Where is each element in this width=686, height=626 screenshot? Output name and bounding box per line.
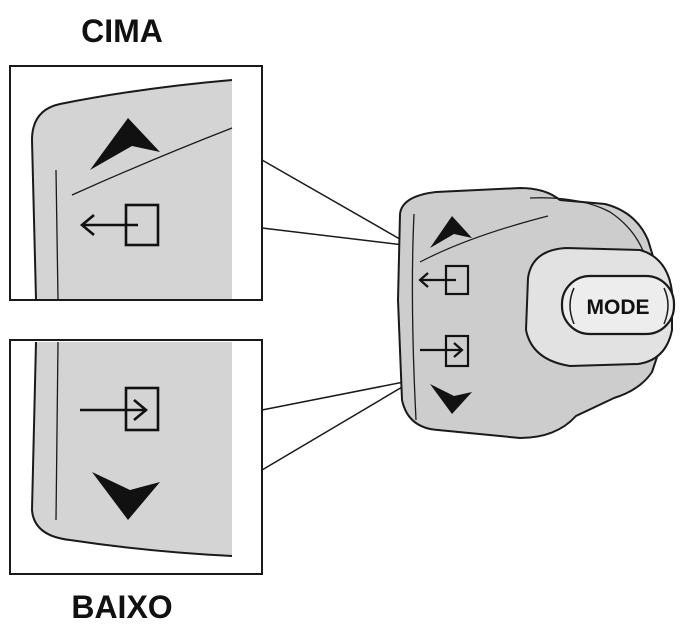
enter-box-icon bbox=[80, 386, 160, 432]
remote-switch-unit: MODE bbox=[396, 186, 676, 440]
down-label: BAIXO bbox=[71, 589, 172, 625]
down-callout bbox=[9, 339, 263, 575]
enter-box-icon bbox=[420, 334, 470, 368]
down-callout-housing bbox=[32, 342, 232, 556]
mode-button: MODE bbox=[560, 274, 676, 336]
chevron-up-icon bbox=[90, 118, 160, 170]
chevron-down-icon bbox=[430, 384, 472, 414]
up-callout bbox=[9, 65, 263, 301]
leader-lines bbox=[261, 159, 415, 471]
chevron-down-icon bbox=[92, 472, 160, 520]
chevron-up-icon bbox=[430, 216, 472, 248]
exit-box-icon bbox=[79, 203, 160, 247]
up-callout-housing bbox=[32, 80, 232, 299]
up-label: CIMA bbox=[81, 13, 163, 49]
exit-box-icon bbox=[418, 264, 470, 296]
mode-button-label: MODE bbox=[587, 296, 650, 319]
